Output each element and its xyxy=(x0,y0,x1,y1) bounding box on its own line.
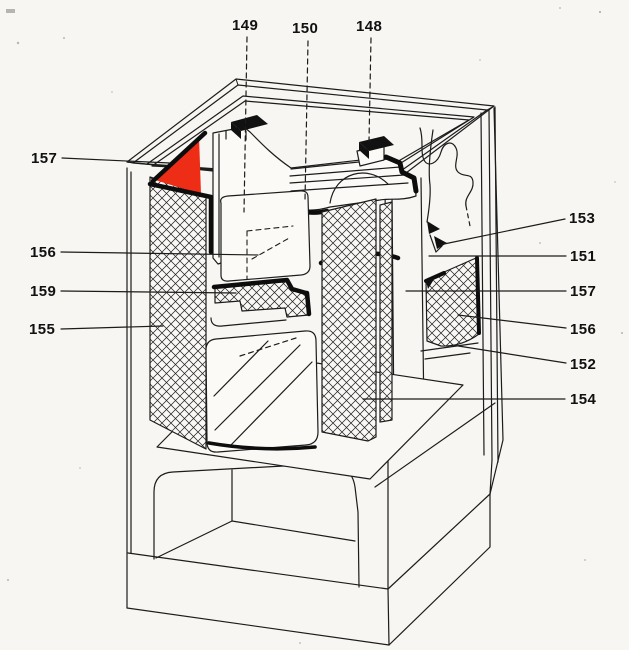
leader-149 xyxy=(243,36,248,213)
leader-148 xyxy=(368,37,372,142)
clamp-148 xyxy=(359,136,394,159)
leader-lines xyxy=(60,36,567,400)
leader-156-right xyxy=(457,314,567,329)
lower-liner-panel xyxy=(205,330,319,453)
ref-label-157-right: 157 xyxy=(570,283,597,300)
leader-159 xyxy=(60,290,237,294)
ref-label-154: 154 xyxy=(570,391,597,408)
ref-label-153: 153 xyxy=(569,210,596,227)
ref-label-156-left: 156 xyxy=(30,244,57,261)
paper-speckles xyxy=(6,7,623,644)
leader-155 xyxy=(60,325,164,330)
inner-liner-panel xyxy=(220,190,311,282)
leader-157-left xyxy=(61,157,171,164)
leader-153 xyxy=(443,218,566,245)
ref-label-157-left: 157 xyxy=(31,150,58,167)
left-insulation-panel xyxy=(149,176,207,450)
ref-label-151: 151 xyxy=(570,248,597,265)
leader-150 xyxy=(304,40,309,201)
right-insulation-block xyxy=(420,256,481,360)
leader-156-left xyxy=(60,251,259,256)
torn-away-sheet xyxy=(419,127,474,253)
ref-label-159: 159 xyxy=(30,283,57,300)
middle-insulation-bar xyxy=(210,277,312,327)
lower-compartment-opening xyxy=(153,463,360,588)
ref-label-149: 149 xyxy=(232,17,259,34)
lower-cabinet xyxy=(126,107,504,646)
ref-label-152: 152 xyxy=(570,356,597,373)
ref-label-155: 155 xyxy=(29,321,56,338)
red-corner-gusset xyxy=(147,130,214,255)
leader-152 xyxy=(451,344,567,364)
ref-label-148: 148 xyxy=(356,18,383,35)
clamp-149 xyxy=(231,115,268,139)
right-insulation-column xyxy=(321,198,393,442)
ref-label-156-right: 156 xyxy=(570,321,597,338)
ref-label-150: 150 xyxy=(292,20,319,37)
